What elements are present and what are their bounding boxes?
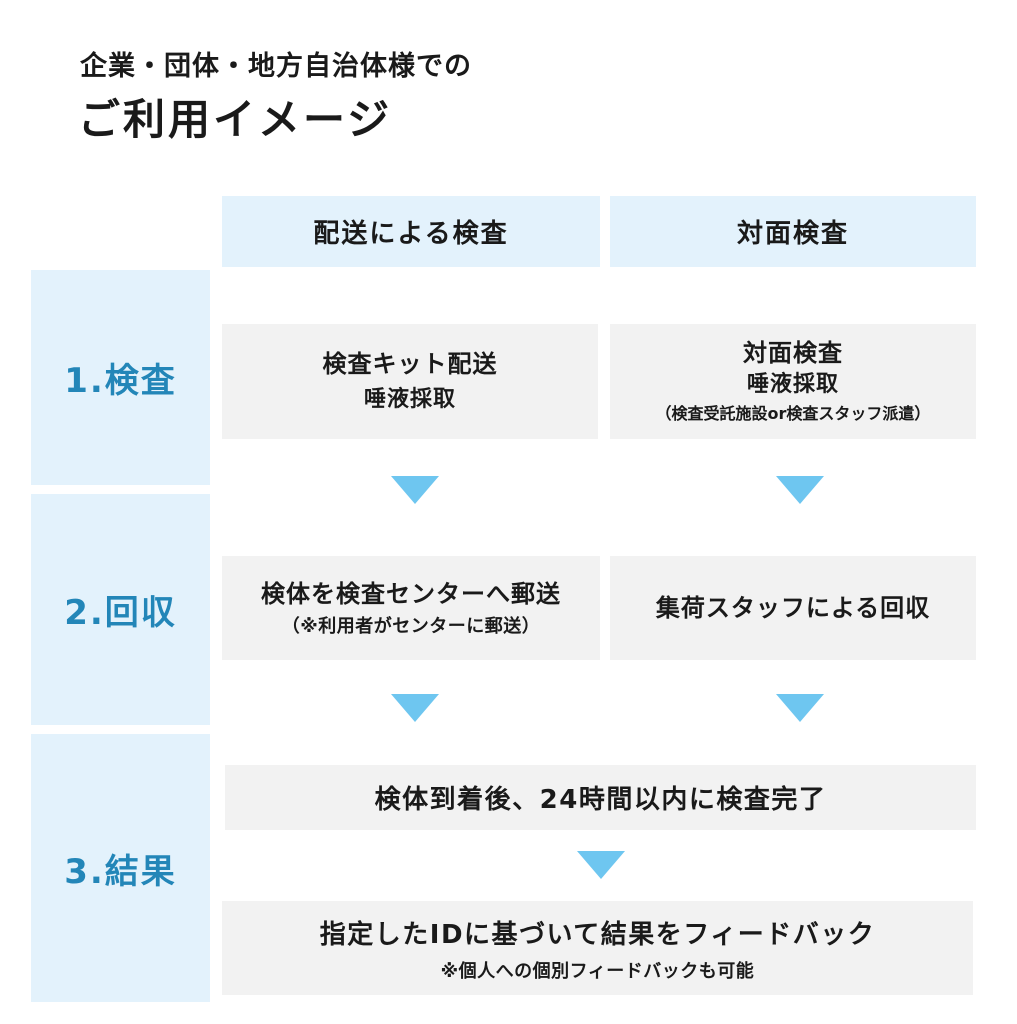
- result-feedback-note: ※個人への個別フィードバックも可能: [440, 960, 755, 982]
- result-completion-box: 検体到着後、24時間以内に検査完了: [225, 765, 976, 830]
- inspection-face-to-face-line2: 唾液採取: [746, 371, 839, 397]
- arrow-down-icon: [391, 694, 439, 722]
- page-subtitle: 企業・団体・地方自治体様での: [80, 51, 472, 82]
- page-title: ご利用イメージ: [78, 95, 393, 144]
- column-header-face-to-face: 対面検査: [610, 196, 976, 267]
- collection-face-to-face-line1: 集荷スタッフによる回収: [655, 593, 931, 622]
- inspection-face-to-face-line1: 対面検査: [743, 339, 843, 368]
- inspection-face-to-face-line3: （検査受託施設or検査スタッフ派遣）: [655, 404, 931, 424]
- stage-label-collection: 2.回収: [31, 494, 210, 725]
- stage-label-inspection: 1.検査: [31, 270, 210, 485]
- arrow-down-icon: [577, 851, 625, 879]
- collection-face-to-face-box: 集荷スタッフによる回収: [610, 556, 976, 660]
- inspection-face-to-face-box: 対面検査 唾液採取 （検査受託施設or検査スタッフ派遣）: [610, 324, 976, 439]
- arrow-down-icon: [776, 476, 824, 504]
- column-header-delivery: 配送による検査: [222, 196, 600, 267]
- inspection-delivery-box: 検査キット配送 唾液採取: [222, 324, 598, 439]
- result-feedback-box: 指定したIDに基づいて結果をフィードバック ※個人への個別フィードバックも可能: [222, 901, 973, 995]
- collection-delivery-box: 検体を検査センターへ郵送 （※利用者がセンターに郵送）: [222, 556, 600, 660]
- arrow-down-icon: [391, 476, 439, 504]
- result-completion-text: 検体到着後、24時間以内に検査完了: [374, 785, 827, 815]
- inspection-delivery-line2: 唾液採取: [363, 386, 456, 412]
- collection-delivery-line1: 検体を検査センターへ郵送: [261, 579, 561, 608]
- result-feedback-text: 指定したIDに基づいて結果をフィードバック: [319, 919, 876, 950]
- inspection-delivery-line1: 検査キット配送: [322, 350, 498, 379]
- stage-label-result: 3.結果: [31, 734, 210, 1002]
- collection-delivery-note: （※利用者がセンターに郵送）: [281, 616, 541, 638]
- arrow-down-icon: [776, 694, 824, 722]
